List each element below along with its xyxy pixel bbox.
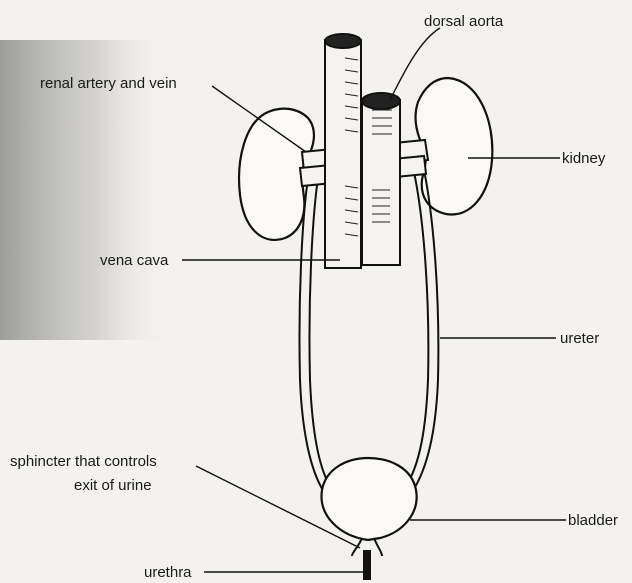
label-urethra: urethra — [144, 564, 192, 581]
label-kidney: kidney — [562, 150, 606, 167]
right-ureter — [412, 170, 438, 492]
label-renal-artery-vein: renal artery and vein — [40, 75, 177, 92]
right-kidney — [416, 78, 493, 214]
label-ureter: ureter — [560, 330, 599, 347]
vena-cava-vessel — [325, 40, 361, 268]
label-sphincter-line1: sphincter that controls — [10, 453, 157, 470]
urethra-stub — [363, 550, 371, 580]
label-dorsal-aorta: dorsal aorta — [424, 13, 504, 30]
bladder-organ — [322, 458, 417, 540]
right-ureter-inner — [406, 172, 428, 486]
dorsal-aorta-vessel — [362, 100, 400, 265]
vena-cava-top — [325, 34, 361, 48]
label-bladder: bladder — [568, 512, 618, 529]
dorsal-aorta-top — [362, 93, 400, 109]
urethra-tube-right — [374, 538, 382, 556]
label-vena-cava: vena cava — [100, 252, 169, 269]
label-sphincter-line2: exit of urine — [74, 477, 152, 494]
left-ureter — [299, 178, 324, 492]
